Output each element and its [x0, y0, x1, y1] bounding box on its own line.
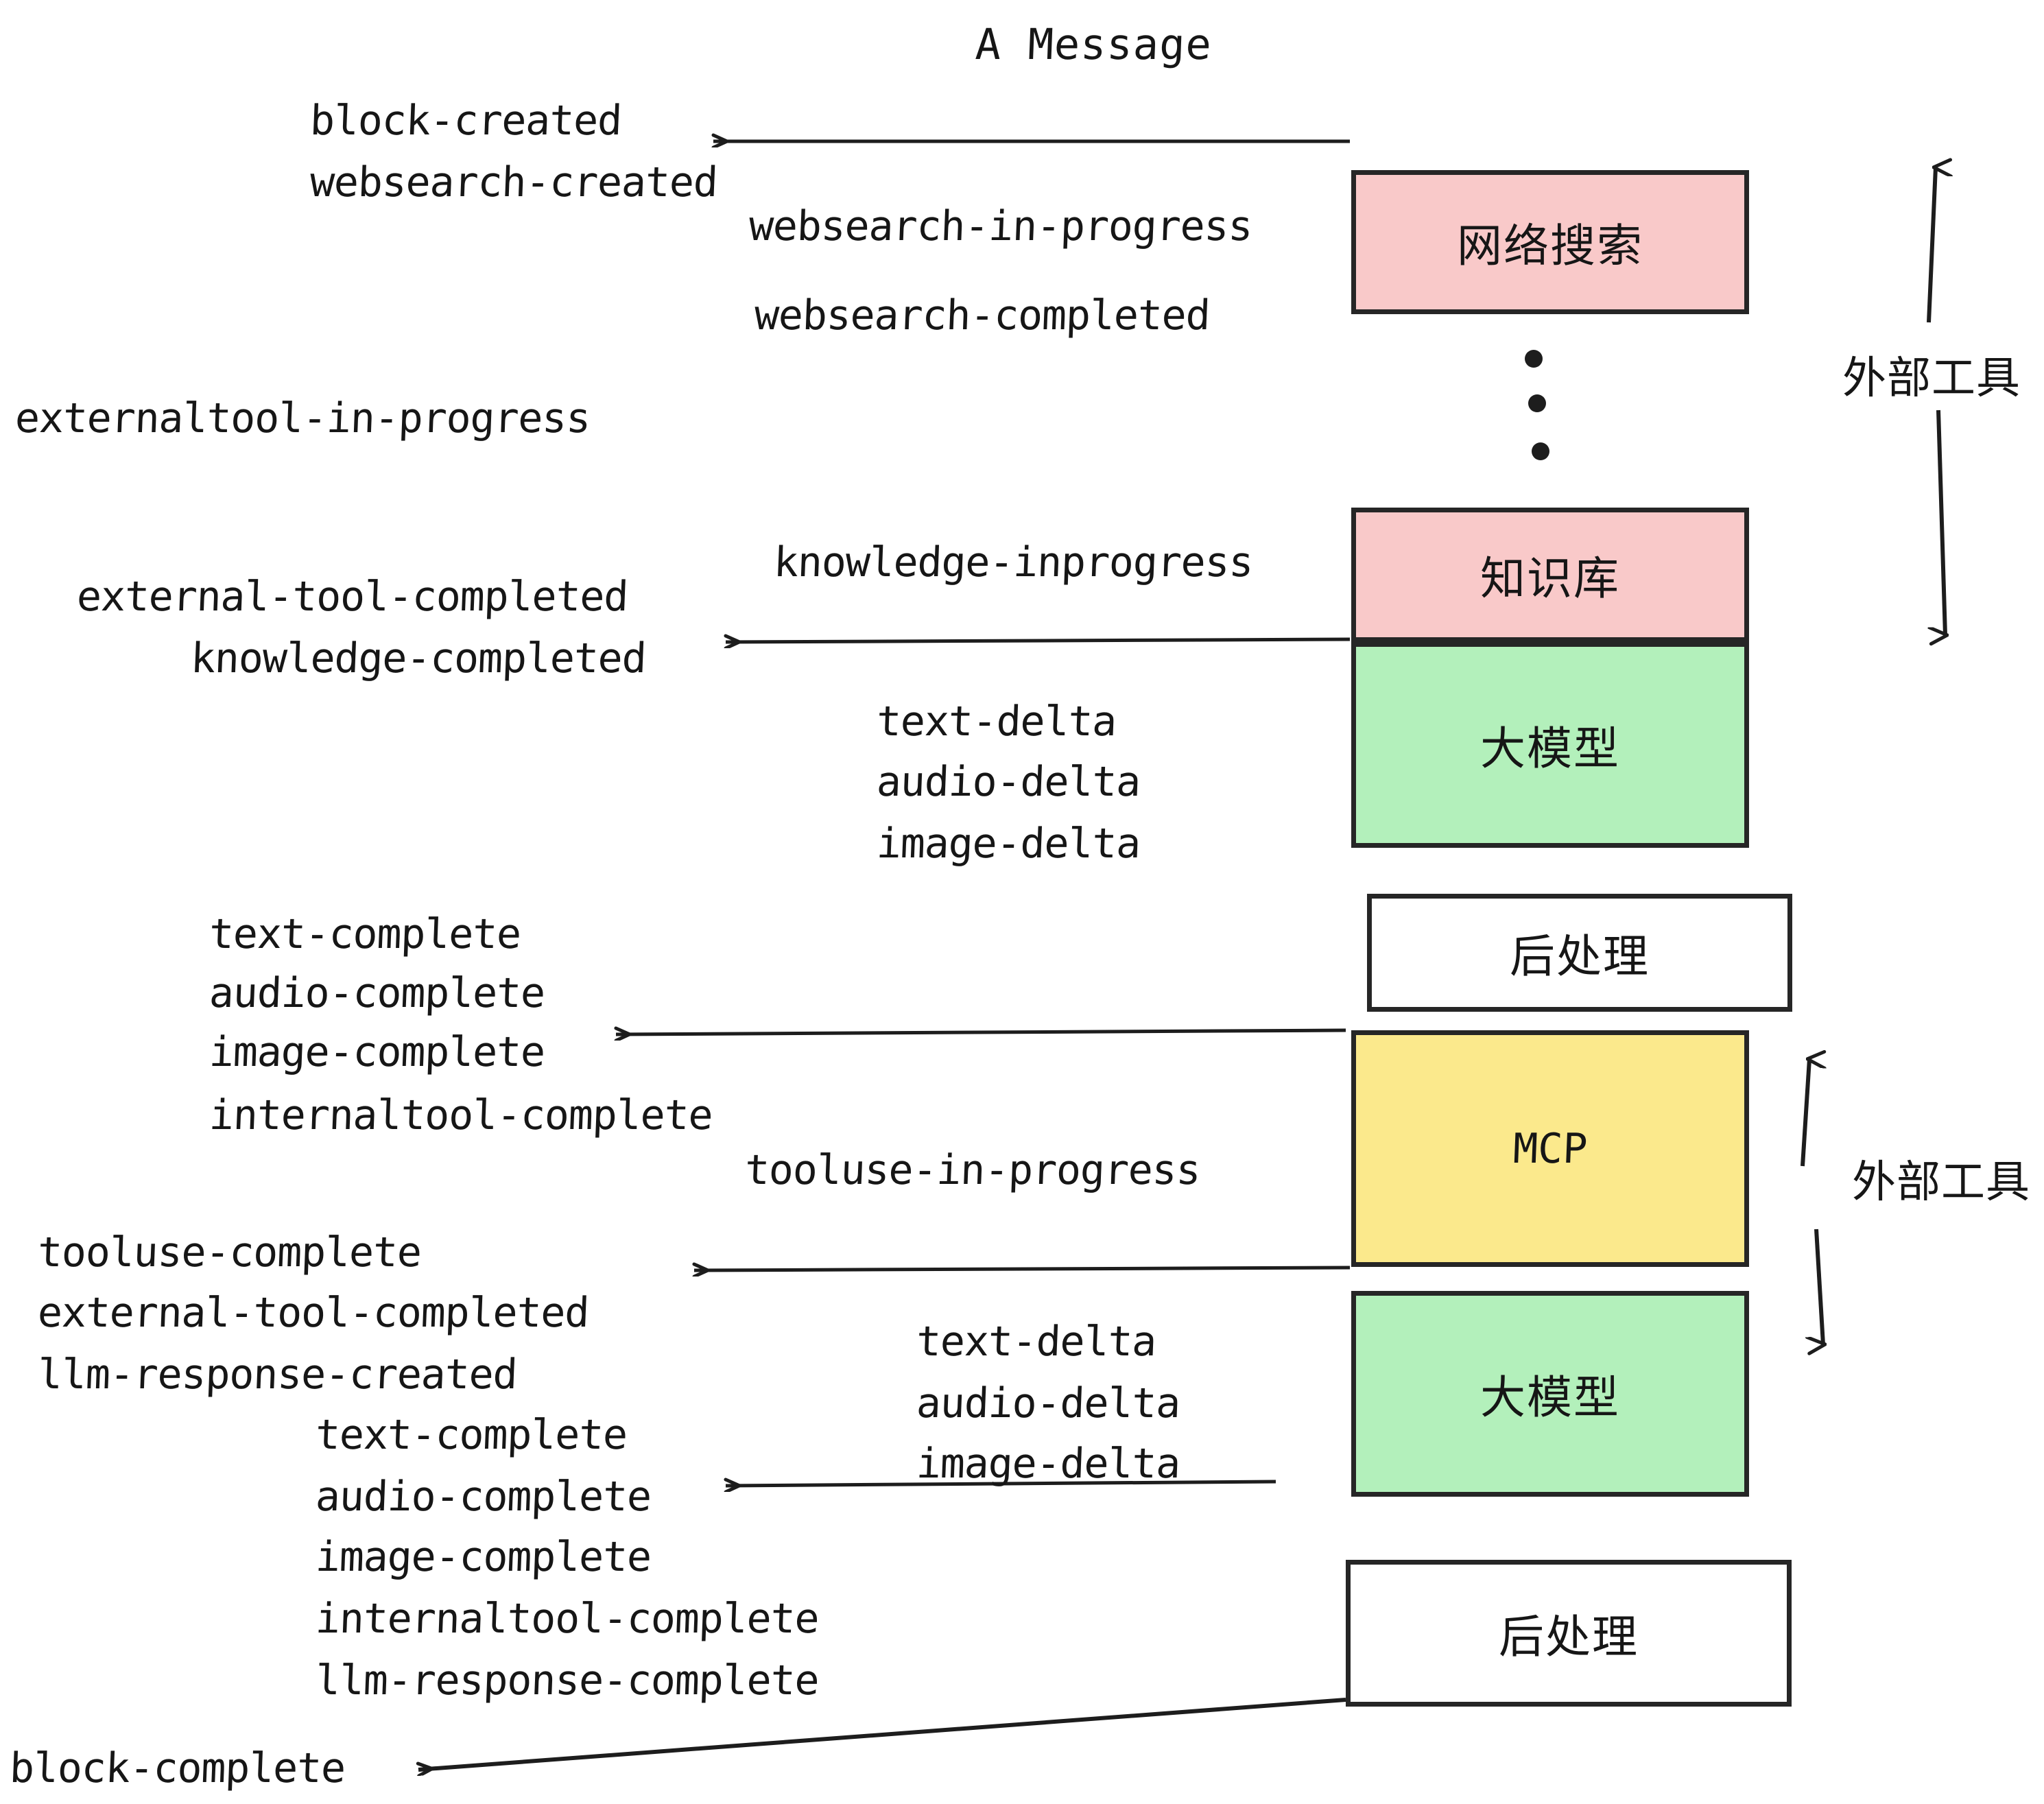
arrow-postprocess1-to-image-complete: [616, 1030, 1346, 1034]
event-external-tool-completed-1: external-tool-completed: [75, 573, 629, 621]
ellipsis-dot: [1532, 442, 1549, 460]
box-llm-1[interactable]: 大模型: [1351, 642, 1749, 848]
ellipsis-dot: [1525, 350, 1543, 368]
box-llm-2-label: 大模型: [1480, 1371, 1620, 1424]
arrow-external-tool-down-top: [1938, 410, 1945, 635]
event-external-tool-completed-2: external-tool-completed: [36, 1289, 590, 1337]
event-tooluse-in-progress: tooluse-in-progress: [744, 1146, 1201, 1194]
box-llm-1-label: 大模型: [1480, 722, 1620, 775]
arrow-external-tool-down-bottom: [1816, 1229, 1823, 1344]
event-image-complete-1: image-complete: [208, 1028, 546, 1076]
box-postprocess-2[interactable]: 后处理: [1346, 1560, 1792, 1707]
arrow-postprocess2-to-block-complete: [418, 1698, 1346, 1770]
event-audio-complete-2: audio-complete: [314, 1473, 652, 1521]
box-postprocess-2-label: 后处理: [1499, 1611, 1639, 1663]
box-llm-2[interactable]: 大模型: [1351, 1291, 1749, 1497]
arrow-external-tool-up-bottom: [1801, 1059, 1809, 1167]
event-internaltool-complete-2: internaltool-complete: [314, 1595, 820, 1643]
event-block-created: block-created: [309, 97, 623, 145]
diagram-title: A Message: [974, 19, 1213, 69]
box-websearch-label: 网络搜索: [1457, 219, 1643, 272]
arrow-external-tool-up-top: [1927, 167, 1936, 323]
event-text-complete-1: text-complete: [208, 910, 522, 958]
box-knowledgebase[interactable]: 知识库: [1351, 508, 1749, 642]
arrow-knowledge-to-completed: [726, 639, 1351, 642]
box-postprocess-1[interactable]: 后处理: [1367, 894, 1792, 1012]
event-knowledge-completed: knowledge-completed: [189, 634, 647, 683]
event-tooluse-complete: tooluse-complete: [36, 1229, 423, 1277]
event-image-complete-2: image-complete: [314, 1533, 652, 1581]
event-audio-delta-2: audio-delta: [915, 1379, 1181, 1427]
event-websearch-completed: websearch-completed: [753, 292, 1211, 340]
arrow-mcp-to-tooluse-complete: [694, 1268, 1351, 1270]
event-text-complete-2: text-complete: [314, 1411, 628, 1459]
external-tool-label-top: 外部工具: [1842, 353, 2021, 404]
event-image-delta-2: image-delta: [915, 1440, 1181, 1488]
event-websearch-in-progress: websearch-in-progress: [748, 202, 1253, 250]
event-block-complete: block-complete: [8, 1744, 346, 1792]
event-audio-complete-1: audio-complete: [208, 969, 546, 1017]
event-text-delta-1: text-delta: [875, 698, 1117, 746]
external-tool-label-bottom: 外部工具: [1852, 1157, 2030, 1208]
box-mcp[interactable]: MCP: [1351, 1030, 1749, 1267]
event-image-delta-1: image-delta: [875, 820, 1141, 868]
box-postprocess-1-label: 后处理: [1510, 930, 1650, 983]
event-knowledge-inprogress: knowledge-inprogress: [772, 538, 1254, 586]
event-externaltool-in-progress: externaltool-in-progress: [14, 394, 591, 442]
event-llm-response-complete: llm-response-complete: [314, 1657, 820, 1705]
event-internaltool-complete-1: internaltool-complete: [208, 1091, 713, 1139]
box-mcp-label: MCP: [1512, 1124, 1589, 1173]
box-knowledgebase-label: 知识库: [1480, 552, 1620, 605]
ellipsis-dot: [1528, 394, 1546, 412]
box-websearch[interactable]: 网络搜索: [1351, 170, 1749, 314]
event-audio-delta-1: audio-delta: [875, 758, 1141, 806]
event-llm-response-created: llm-response-created: [36, 1351, 518, 1399]
event-websearch-created: websearch-created: [309, 158, 719, 206]
event-text-delta-2: text-delta: [915, 1318, 1157, 1366]
